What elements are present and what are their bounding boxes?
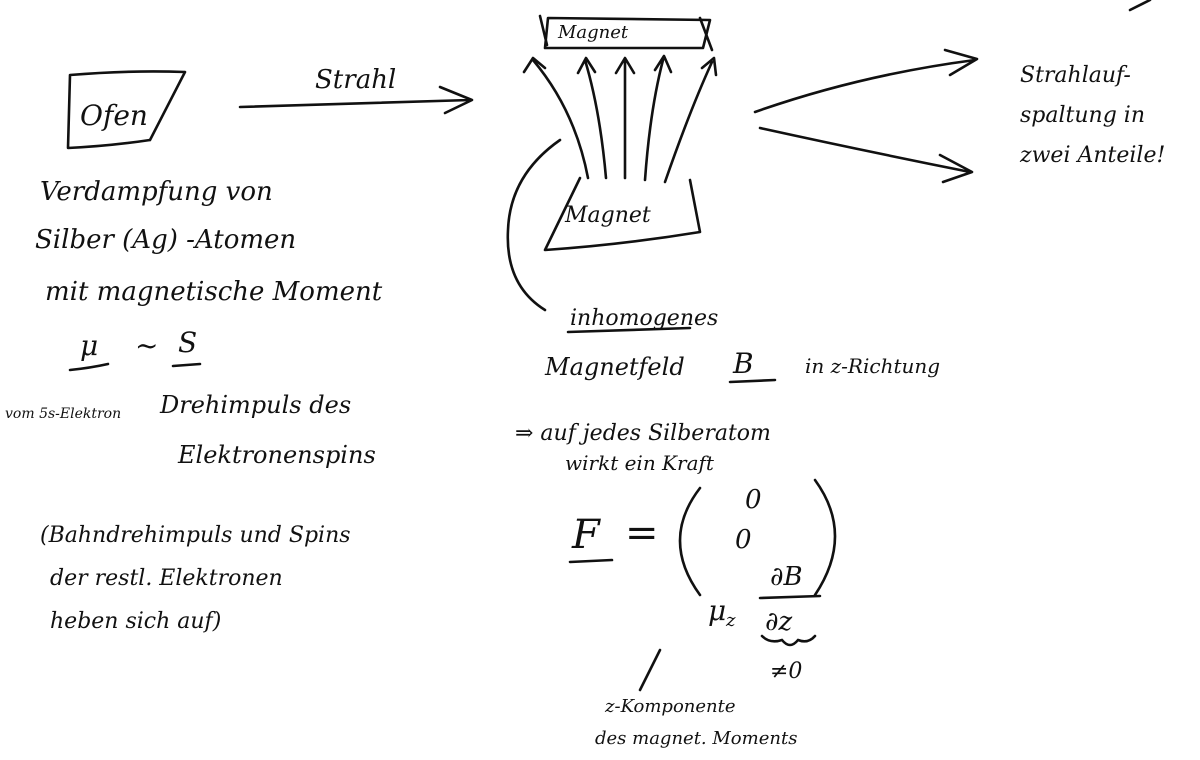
field-line-3 — [614, 56, 636, 180]
evaporation-line-3: mit magnetische Moment — [45, 277, 383, 307]
oven: Ofen — [66, 70, 187, 150]
splitting-line-2: spaltung in — [1020, 103, 1145, 128]
formula-mu: μ — [708, 594, 726, 627]
z-component-line-1: z-Komponente — [604, 696, 736, 717]
formula-right-paren — [813, 478, 837, 597]
remark-line-2: der restl. Elektronen — [50, 566, 283, 591]
corner-mark — [1128, 0, 1152, 12]
formula-numerator: ∂B — [770, 562, 803, 592]
split-arrow-down — [758, 126, 974, 184]
formula-lhs-underline — [568, 558, 614, 564]
formula-equals: = — [625, 510, 659, 556]
formula-mu-sub: z — [725, 610, 736, 631]
remark-line-1: (Bahndrehimpuls und Spins — [40, 523, 351, 548]
vector-underlines — [68, 362, 202, 372]
s-symbol: S — [178, 326, 197, 359]
split-arrow-up — [753, 48, 979, 114]
field-line: Magnetfeld — [544, 353, 685, 381]
field-line-1 — [522, 56, 590, 180]
formula-lhs: F — [571, 512, 601, 558]
z-component-pointer — [638, 648, 662, 692]
z-component-note: z-Komponente des magnet. Moments — [595, 648, 797, 749]
splitting-line-1: Strahlauf- — [1020, 63, 1131, 88]
force-line-1: ⇒ auf jedes Silberatom — [515, 421, 771, 446]
formula-fraction-bar — [758, 594, 822, 600]
spin-source-line-1: Drehimpuls des — [159, 391, 351, 419]
field-symbol-underline — [728, 378, 777, 384]
force-statement: ⇒ auf jedes Silberatom wirkt ein Kraft — [515, 421, 771, 475]
mu-symbol: μ — [80, 329, 98, 362]
field-line-4 — [643, 54, 673, 182]
oven-box — [66, 70, 187, 150]
formula-component-2: 0 — [735, 525, 752, 555]
force-line-2: wirkt ein Kraft — [565, 451, 715, 475]
magnet-bottom-shape — [543, 176, 702, 252]
spin-source: vom 5s-Elektron Drehimpuls des Elektrone… — [5, 391, 376, 469]
evaporation-line-1: Verdampfung von — [40, 177, 273, 207]
field-description: inhomogenes Magnetfeld B in z-Richtung — [544, 306, 940, 384]
field-underlined-word: inhomogenes — [570, 306, 718, 331]
spin-source-left: vom 5s-Elektron — [5, 406, 121, 422]
z-component-line-2: des magnet. Moments — [595, 728, 797, 749]
field-line-5 — [663, 56, 718, 184]
magnet-top-label: Magnet — [557, 22, 629, 43]
field-underline — [566, 326, 692, 334]
remark-line-3: heben sich auf) — [50, 609, 221, 634]
magnet-bottom-label: Magnet — [564, 203, 651, 228]
field-direction: in z-Richtung — [805, 354, 940, 378]
formula-component-1: 0 — [745, 485, 762, 515]
field-symbol: B — [732, 347, 754, 380]
evaporation-note: Verdampfung von Silber (Ag) -Atomen mit … — [35, 177, 383, 307]
tilde-symbol: ~ — [135, 329, 158, 362]
splitting-line-3: zwei Anteile! — [1019, 143, 1165, 168]
split-beam — [753, 48, 979, 184]
oven-label: Ofen — [80, 99, 148, 132]
field-line-2 — [576, 56, 608, 180]
force-formula: F = 0 0 μ z ∂B ∂z ≠0 — [568, 478, 837, 684]
formula-nonzero: ≠0 — [770, 659, 802, 684]
magnet-bottom: Magnet — [506, 138, 702, 312]
formula-left-paren — [678, 486, 702, 597]
remark: (Bahndrehimpuls und Spins der restl. Ele… — [40, 523, 351, 634]
magnet-top: Magnet — [538, 14, 714, 52]
mu-s-relation: μ ~ S — [68, 326, 202, 372]
beam-label: Strahl — [315, 65, 396, 95]
formula-denominator: ∂z — [765, 607, 792, 637]
field-bracket — [506, 138, 562, 312]
beam: Strahl — [238, 65, 474, 115]
field-lines — [522, 54, 718, 184]
spin-source-line-2: Elektronenspins — [177, 441, 376, 469]
evaporation-line-2: Silber (Ag) -Atomen — [35, 225, 296, 255]
formula-underbrace — [760, 634, 817, 647]
splitting-note: Strahlauf- spaltung in zwei Anteile! — [1019, 63, 1165, 168]
beam-arrow — [238, 85, 474, 115]
